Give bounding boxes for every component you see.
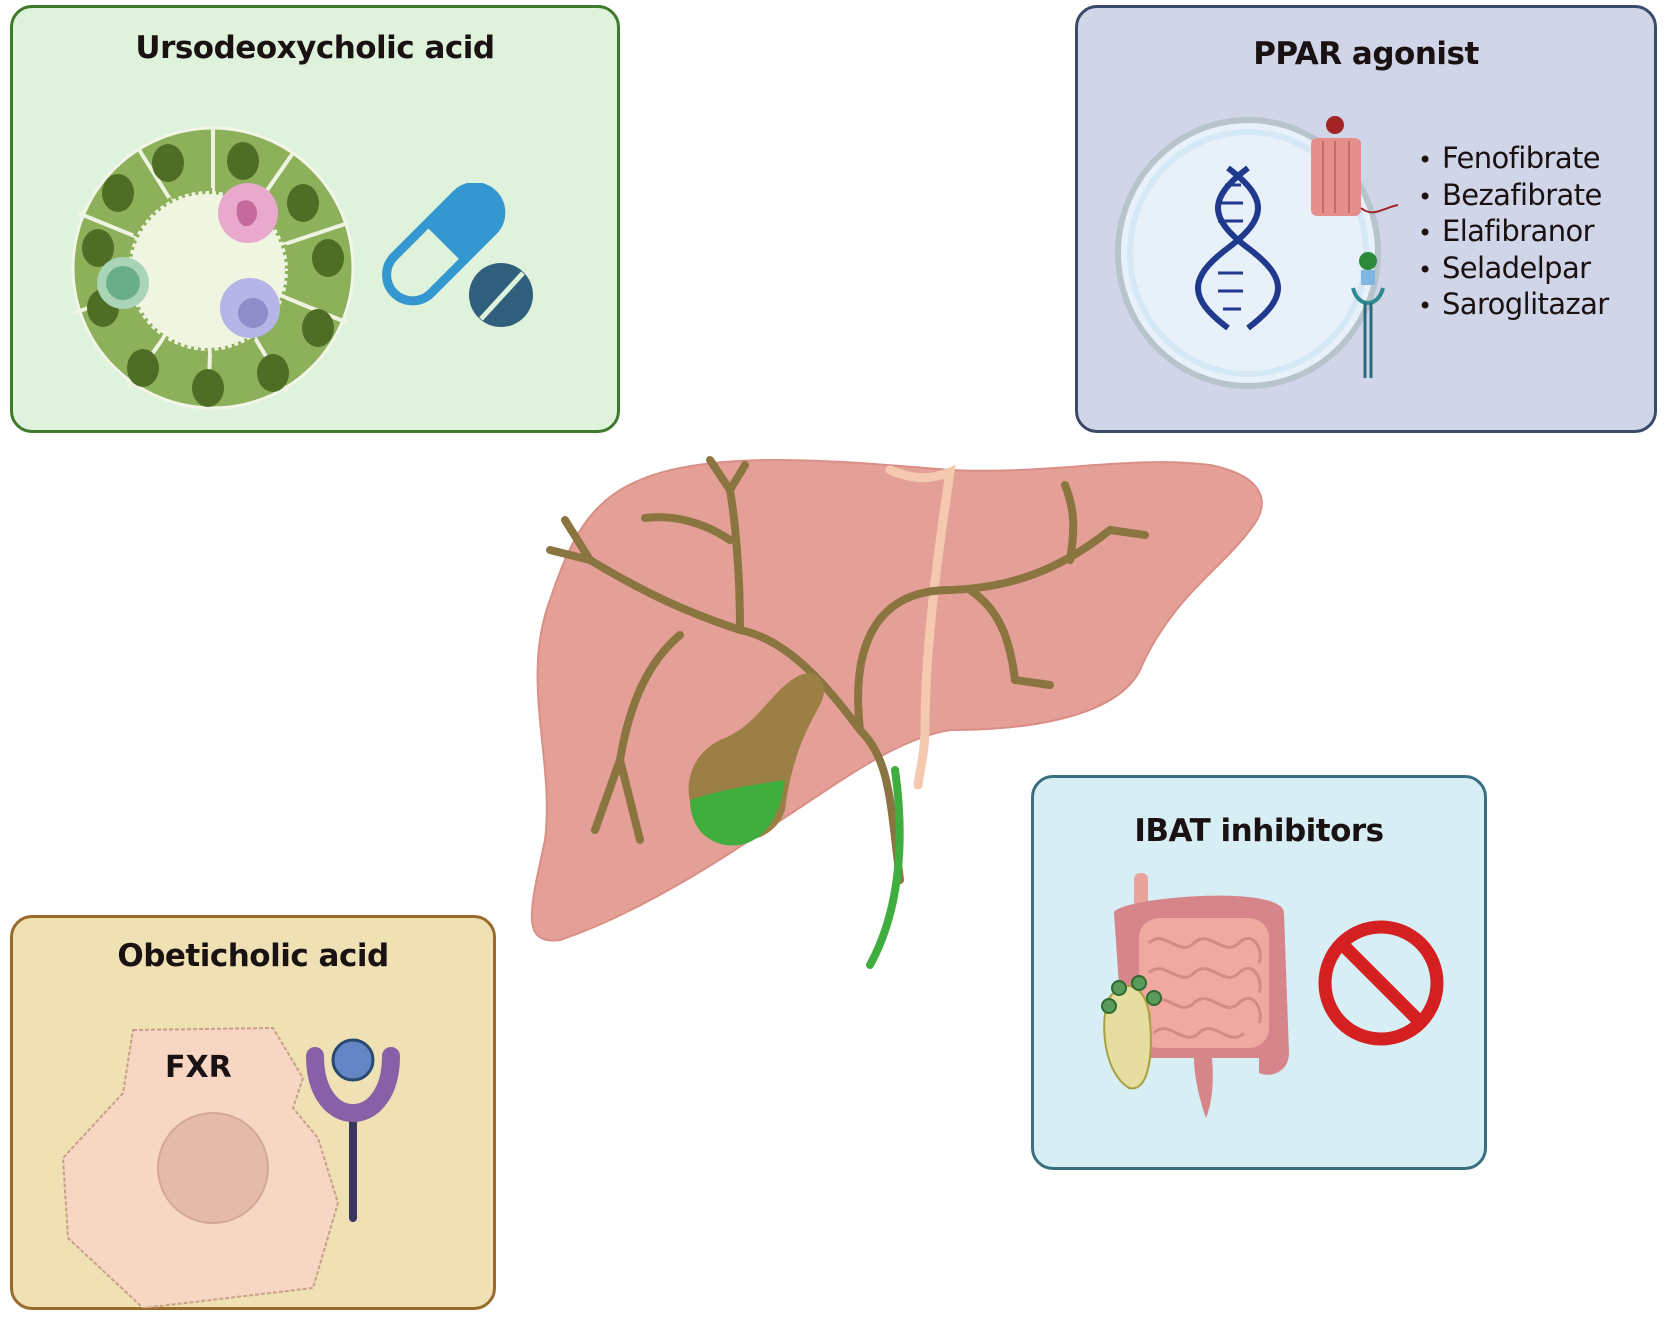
drug-list-item: Bezafibrate xyxy=(1418,178,1609,215)
biliary-tree xyxy=(546,456,1149,884)
cell-icon xyxy=(61,1026,400,1308)
capsule-icon xyxy=(382,183,533,327)
fxr-label: FXR xyxy=(165,1050,232,1085)
panel-obeticholic-acid: Obeticholic acid FXR xyxy=(10,915,496,1310)
common-bile-duct xyxy=(866,766,904,969)
dna-icon xyxy=(1195,165,1281,331)
nucleus-icon xyxy=(1115,116,1399,389)
prohibited-icon xyxy=(1318,920,1444,1046)
panel-title: PPAR agonist xyxy=(1253,36,1479,72)
liver-illustration xyxy=(530,456,1263,969)
panel-title: Ursodeoxycholic acid xyxy=(135,30,495,66)
drug-list-item: Fenofibrate xyxy=(1418,141,1609,178)
panel-ppar-agonist: PPAR agonist xyxy=(1075,5,1657,433)
gallbladder-bile xyxy=(690,780,785,846)
panel-title: IBAT inhibitors xyxy=(1134,813,1384,849)
receptor-ligand-icon xyxy=(1351,252,1385,378)
bile-duct-cross-section-icon xyxy=(71,126,355,412)
panel-title: Obeticholic acid xyxy=(117,938,389,974)
tablet-icon xyxy=(469,263,533,327)
drug-list-item: Seladelpar xyxy=(1418,251,1609,288)
panel-ibat-inhibitors: IBAT inhibitors xyxy=(1031,775,1487,1170)
drug-list-item: Saroglitazar xyxy=(1418,287,1609,324)
panel-ursodeoxycholic-acid: Ursodeoxycholic acid xyxy=(10,5,620,433)
intestine-icon xyxy=(1101,873,1289,1118)
ppar-drug-list: Fenofibrate Bezafibrate Elafibranor Sela… xyxy=(1418,141,1609,324)
drug-list-item: Elafibranor xyxy=(1418,214,1609,251)
membrane-receptor-icon xyxy=(1311,116,1399,216)
fxr-receptor-icon xyxy=(306,1038,400,1222)
